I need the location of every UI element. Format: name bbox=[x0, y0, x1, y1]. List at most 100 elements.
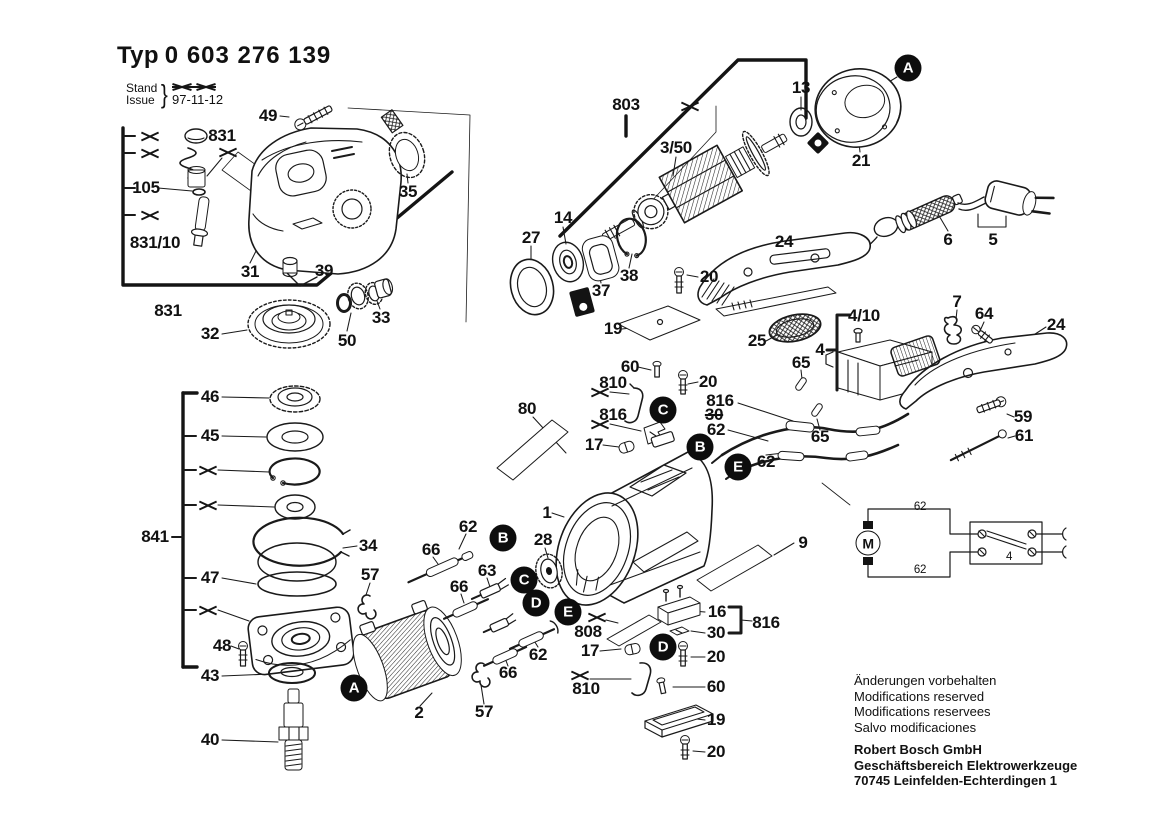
label-17-mid: 17 bbox=[584, 435, 604, 454]
note-fr: Modifications reservees bbox=[854, 704, 991, 719]
label-plate-9 bbox=[696, 544, 773, 592]
label-19-top: 19 bbox=[603, 319, 623, 338]
label-4-10: 4/10 bbox=[848, 306, 880, 325]
fan-guard-27 bbox=[509, 258, 555, 316]
label-40: 40 bbox=[200, 730, 220, 749]
label-46: 46 bbox=[200, 387, 220, 406]
label-33: 33 bbox=[371, 308, 391, 327]
callout-A-top: A bbox=[894, 54, 922, 82]
brace-glyph: } bbox=[161, 78, 169, 109]
clamping-ring-35 bbox=[380, 109, 426, 179]
screw-20-mid bbox=[678, 370, 688, 395]
obsolete-mark-6 bbox=[199, 499, 218, 512]
callout-B-right: B bbox=[686, 433, 714, 461]
bearing-flange-48 bbox=[247, 606, 355, 676]
motor-housing-1 bbox=[555, 451, 714, 606]
circlip-obsolete bbox=[268, 457, 321, 486]
terminal-63 bbox=[470, 577, 509, 600]
label-20-mid: 20 bbox=[698, 372, 718, 391]
label-810-bot: 810 bbox=[572, 679, 600, 698]
label-27: 27 bbox=[521, 228, 541, 247]
baffle-ring-21 bbox=[814, 68, 902, 148]
power-plug-5 bbox=[984, 180, 1055, 216]
grommet-17-mid bbox=[618, 440, 635, 454]
label-38: 38 bbox=[619, 266, 639, 285]
footer-block: Änderungen vorbehalten Modifications res… bbox=[854, 673, 1077, 789]
label-65-top: 65 bbox=[791, 353, 811, 372]
label-48: 48 bbox=[212, 636, 232, 655]
switch-terminals bbox=[977, 529, 1037, 557]
screw-60-bottom bbox=[656, 677, 667, 695]
tray-19-bottom bbox=[644, 704, 714, 738]
label-66-a: 66 bbox=[421, 540, 441, 559]
handle-right-24 bbox=[890, 332, 1068, 410]
label-28: 28 bbox=[533, 530, 553, 549]
slider-button-25 bbox=[768, 313, 822, 343]
label-62-right-a: 62 bbox=[706, 420, 726, 439]
callout-E-left: E bbox=[554, 598, 582, 626]
label-803: 803 bbox=[612, 95, 640, 114]
label-30-bot: 30 bbox=[706, 623, 726, 642]
label-62-right-b: 62 bbox=[756, 452, 776, 471]
screw-20-top bbox=[674, 267, 684, 294]
label-16: 16 bbox=[707, 602, 727, 621]
note-de: Änderungen vorbehalten bbox=[854, 673, 997, 688]
gear-33 bbox=[364, 278, 394, 306]
screw-48 bbox=[238, 641, 248, 667]
label-60-mid: 60 bbox=[620, 357, 640, 376]
company-division: Geschäftsbereich Elektrowerkzeuge bbox=[854, 757, 1078, 773]
callout-C-mid: C bbox=[649, 396, 677, 424]
heavy-ring bbox=[257, 542, 337, 582]
wire-clip-810-bottom bbox=[631, 662, 652, 697]
spindle-lock-parts bbox=[179, 128, 210, 247]
label-841: 841 bbox=[141, 527, 169, 546]
label-816-right: 816 bbox=[706, 391, 734, 410]
seal-ring-45 bbox=[266, 422, 324, 452]
brush-clip-57-left bbox=[357, 594, 377, 620]
wire-66-left-mid bbox=[442, 598, 490, 620]
label-50: 50 bbox=[337, 331, 357, 350]
wiring-diagram bbox=[863, 508, 1067, 578]
label-62-b: 62 bbox=[528, 645, 548, 664]
callout-B-left: B bbox=[489, 524, 517, 552]
bearing-obsolete bbox=[274, 494, 316, 520]
retaining-ring-34 bbox=[252, 516, 351, 567]
obsolete-mark-12 bbox=[571, 669, 590, 682]
o-ring-47 bbox=[257, 571, 337, 597]
label-831-10: 831/10 bbox=[129, 233, 181, 252]
nut-39 bbox=[282, 256, 298, 278]
label-66-b: 66 bbox=[449, 577, 469, 596]
spindle-40 bbox=[278, 688, 309, 771]
handle-top-24 bbox=[697, 231, 871, 317]
label-57-bottom: 57 bbox=[474, 702, 494, 721]
label-4-diagram: 4 bbox=[1005, 551, 1013, 563]
label-20-bot-b: 20 bbox=[706, 742, 726, 761]
callout-D-left: D bbox=[522, 589, 550, 617]
wire-62-left-bottom bbox=[508, 620, 559, 650]
callout-M-motor: M bbox=[855, 530, 881, 556]
screw-49 bbox=[294, 105, 333, 131]
label-14: 14 bbox=[553, 208, 573, 227]
company-name: Robert Bosch GmbH bbox=[854, 742, 982, 757]
terminal-66-d bbox=[482, 613, 517, 634]
label-60-bot: 60 bbox=[706, 677, 726, 696]
circlip-38 bbox=[615, 217, 647, 259]
label-31: 31 bbox=[240, 262, 260, 281]
clip-30-bottom bbox=[669, 626, 690, 636]
pin-65-top bbox=[795, 377, 807, 391]
label-plate-80 bbox=[496, 419, 569, 481]
wires-62-right bbox=[711, 412, 910, 480]
label-61: 61 bbox=[1014, 426, 1034, 445]
obsolete-mark-8 bbox=[681, 100, 700, 113]
label-plate-808 bbox=[606, 614, 662, 647]
pin-65-right bbox=[811, 403, 823, 417]
obsolete-mark-7 bbox=[199, 604, 218, 617]
label-5: 5 bbox=[988, 230, 998, 249]
label-63: 63 bbox=[477, 561, 497, 580]
trigger-bar bbox=[715, 286, 837, 317]
screw-60-mid bbox=[652, 360, 662, 378]
label-6: 6 bbox=[943, 230, 953, 249]
